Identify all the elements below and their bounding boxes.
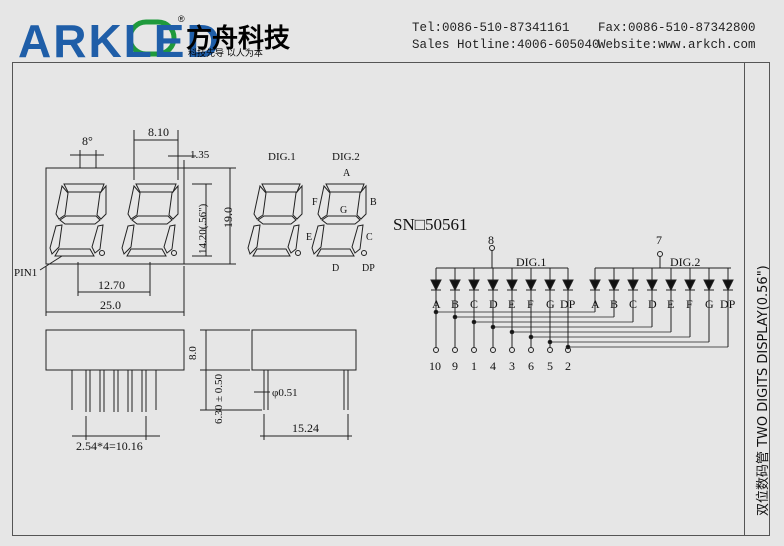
pin-terminal-icon <box>452 347 458 353</box>
diode-icon <box>449 279 461 292</box>
pin-terminal-icon <box>509 347 515 353</box>
char-height-label: 14.20(.56") <box>197 203 209 254</box>
total-width-label: 25.0 <box>100 298 121 312</box>
pin-number: 2 <box>565 359 571 373</box>
pin-terminal-icon <box>490 347 496 353</box>
registered-mark: ® <box>178 14 185 24</box>
pin-number: 10 <box>429 359 441 373</box>
logo-ring-icon <box>127 19 177 57</box>
drawing-frame <box>12 62 770 536</box>
segment-label: A <box>591 297 600 311</box>
seg-width-label: 1.35 <box>190 149 210 161</box>
row-spacing-label: 15.24 <box>292 421 319 435</box>
diode-icon <box>525 279 537 292</box>
segment-label: F <box>527 297 534 311</box>
company-cn-name: 方舟科技 <box>186 24 291 54</box>
hotline-text: Sales Hotline:4006-605040 <box>412 38 600 52</box>
diode-icon <box>627 279 639 292</box>
digit-pitch-label: 8.10 <box>148 125 169 139</box>
segment-label: DP <box>720 297 736 311</box>
pin-dia-label: φ0.51 <box>272 387 298 399</box>
diode-icon <box>684 279 696 292</box>
segment-label: DP <box>560 297 576 311</box>
inner-width-label: 12.70 <box>98 278 125 292</box>
segment-label: E <box>667 297 674 311</box>
body-height-label: 8.0 <box>187 346 199 360</box>
label-digit-2 <box>311 183 367 257</box>
model-number: SN□50561 <box>393 215 468 234</box>
diode-icon <box>665 279 677 292</box>
pin-terminal-icon <box>565 347 571 353</box>
seg-a-label: A <box>343 168 351 179</box>
front-digit-2 <box>121 183 179 257</box>
segment-label: B <box>451 297 459 311</box>
pin-terminal-icon <box>433 347 439 353</box>
pin-number: 9 <box>452 359 458 373</box>
diode-icon <box>722 279 734 292</box>
height-label: 19.0 <box>221 207 235 228</box>
pin-number: 3 <box>509 359 515 373</box>
company-slogan: 科技先导 以人为本 <box>188 49 263 59</box>
segment-label: C <box>629 297 637 311</box>
website-link[interactable]: Website:www.arkch.com <box>598 38 756 52</box>
seg-f-label: F <box>312 197 318 208</box>
end-view-body <box>251 329 357 371</box>
brand-name: ARKLED <box>18 15 222 67</box>
pin-length-label: 6.30 ± 0.50 <box>213 373 225 424</box>
segment-label: E <box>508 297 515 311</box>
diode-icon <box>589 279 601 292</box>
seg-b-label: B <box>370 197 377 208</box>
pin1-label: PIN1 <box>14 267 37 279</box>
diode-icon <box>544 279 556 292</box>
seg-d-label: D <box>332 263 339 274</box>
segment-label: C <box>470 297 478 311</box>
pin-terminal-icon <box>547 347 553 353</box>
diode-icon <box>487 279 499 292</box>
segment-label: G <box>546 297 555 311</box>
seg-g-label: G <box>340 205 347 216</box>
dig1-label: DIG.1 <box>268 151 296 163</box>
pin-terminal-icon <box>528 347 534 353</box>
common1-pin-label: 8 <box>488 233 494 247</box>
logo-graphic <box>127 19 177 57</box>
side-view-body <box>45 329 185 371</box>
seg-c-label: C <box>366 232 373 243</box>
diode-icon <box>703 279 715 292</box>
segment-label: B <box>610 297 618 311</box>
pin-number: 5 <box>547 359 553 373</box>
segment-label: F <box>686 297 693 311</box>
title-divider <box>744 62 745 536</box>
schematic-dig2-label: DIG.2 <box>670 255 700 269</box>
pin-number: 4 <box>490 359 496 373</box>
diode-icon <box>646 279 658 292</box>
diode-icon <box>506 279 518 292</box>
diode-icon <box>608 279 620 292</box>
angle-label: 8° <box>82 134 93 148</box>
common2-pin-label: 7 <box>656 233 662 247</box>
segment-label: G <box>705 297 714 311</box>
fax-text: Fax:0086-510-87342800 <box>598 21 756 35</box>
diode-icon <box>562 279 574 292</box>
diode-icon <box>430 279 442 292</box>
schematic-diodes <box>430 268 734 353</box>
front-digit-1 <box>49 183 107 257</box>
front-body-outline <box>45 167 185 265</box>
pin-number: 1 <box>471 359 477 373</box>
pin-number: 6 <box>528 359 534 373</box>
dig2-label: DIG.2 <box>332 151 360 163</box>
diode-icon <box>468 279 480 292</box>
seg-e-label: E <box>306 232 312 243</box>
tel-text: Tel:0086-510-87341161 <box>412 21 570 35</box>
label-digit-1 <box>247 183 303 257</box>
segment-label: D <box>648 297 657 311</box>
seg-dp-label: DP <box>362 263 375 274</box>
side-view-pins <box>85 370 147 412</box>
pin-pitch-label: 2.54*4=10.16 <box>76 439 143 453</box>
segment-label: D <box>489 297 498 311</box>
segment-label: A <box>432 297 441 311</box>
schematic-dig1-label: DIG.1 <box>516 255 546 269</box>
pin-terminal-icon <box>471 347 477 353</box>
